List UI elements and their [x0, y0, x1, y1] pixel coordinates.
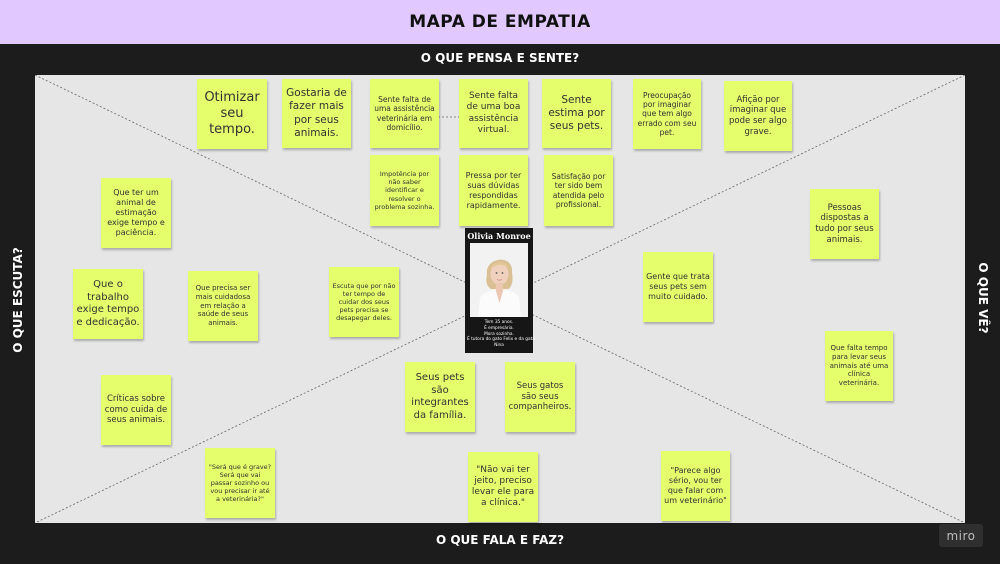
section-label-think-feel: O QUE PENSA E SENTE? — [420, 51, 580, 65]
sticky-note-say-do[interactable]: "Será que é grave? Será que vai passar s… — [205, 448, 275, 518]
sticky-note-see[interactable]: Pessoas dispostas a tudo por seus animai… — [810, 189, 879, 259]
persona-card[interactable]: Olivia Monroe Tem 35 anos. É empresária.… — [465, 228, 535, 353]
sticky-note-say-do[interactable]: "Parece algo sério, vou ter que falar co… — [661, 451, 730, 521]
sticky-note-see[interactable]: Que falta tempo para levar seus animais … — [825, 331, 893, 401]
sticky-note-think-feel[interactable]: Satisfação por ter sido bem atendida pel… — [544, 155, 613, 226]
sticky-note-hear[interactable]: Escuta que por não ter tempo de cuidar d… — [329, 267, 399, 337]
sticky-note-think-feel[interactable]: Impotência por não saber identificar e r… — [370, 155, 439, 226]
sticky-note-hear[interactable]: Críticas sobre como cuida de seus animai… — [101, 375, 171, 445]
sticky-note-think-feel[interactable]: Sente estima por seus pets. — [542, 79, 611, 148]
sticky-note-hear[interactable]: Que o trabalho exige tempo e dedicação. — [73, 269, 143, 339]
persona-name: Olivia Monroe — [467, 231, 531, 241]
section-label-hear: O QUE ESCUTA? — [11, 247, 25, 353]
sticky-note-think-feel[interactable]: Otimizar seu tempo. — [197, 79, 267, 149]
sticky-note-think-feel[interactable]: Pressa por ter suas dúvidas respondidas … — [459, 155, 528, 226]
sticky-note-think-feel[interactable]: Sente falta de uma assistência veterinár… — [370, 79, 439, 148]
sticky-note-see[interactable]: Gente que trata seus pets sem muito cuid… — [643, 252, 713, 322]
section-label-see: O QUE VÊ? — [976, 262, 990, 334]
section-label-say-do: O QUE FALA E FAZ? — [435, 533, 565, 547]
sticky-note-center[interactable]: Seus pets são integrantes da família. — [405, 362, 475, 432]
sticky-note-think-feel[interactable]: Afição por imaginar que pode ser algo gr… — [724, 81, 792, 151]
title-bar: MAPA DE EMPATIA — [0, 0, 1000, 44]
sticky-note-think-feel[interactable]: Gostaria de fazer mais por seus animais. — [282, 79, 351, 148]
sticky-note-hear[interactable]: Que ter um animal de estimação exige tem… — [101, 178, 171, 248]
sticky-note-hear[interactable]: Que precisa ser mais cuidadosa em relaçã… — [188, 271, 258, 341]
sticky-note-think-feel[interactable]: Preocupação por imaginar que tem algo er… — [633, 79, 701, 149]
sticky-note-center[interactable]: Seus gatos são seus companheiros. — [505, 362, 575, 432]
persona-description: Tem 35 anos. É empresária. Mora sozinha.… — [467, 320, 535, 349]
avatar-icon — [470, 243, 528, 317]
sticky-note-think-feel[interactable]: Sente falta de uma boa assistência virtu… — [459, 79, 528, 148]
page-title: MAPA DE EMPATIA — [409, 12, 591, 32]
miro-logo[interactable]: miro — [939, 524, 983, 547]
persona-photo — [470, 243, 528, 317]
sticky-note-say-do[interactable]: "Não vai ter jeito, preciso levar ele pa… — [468, 452, 538, 522]
